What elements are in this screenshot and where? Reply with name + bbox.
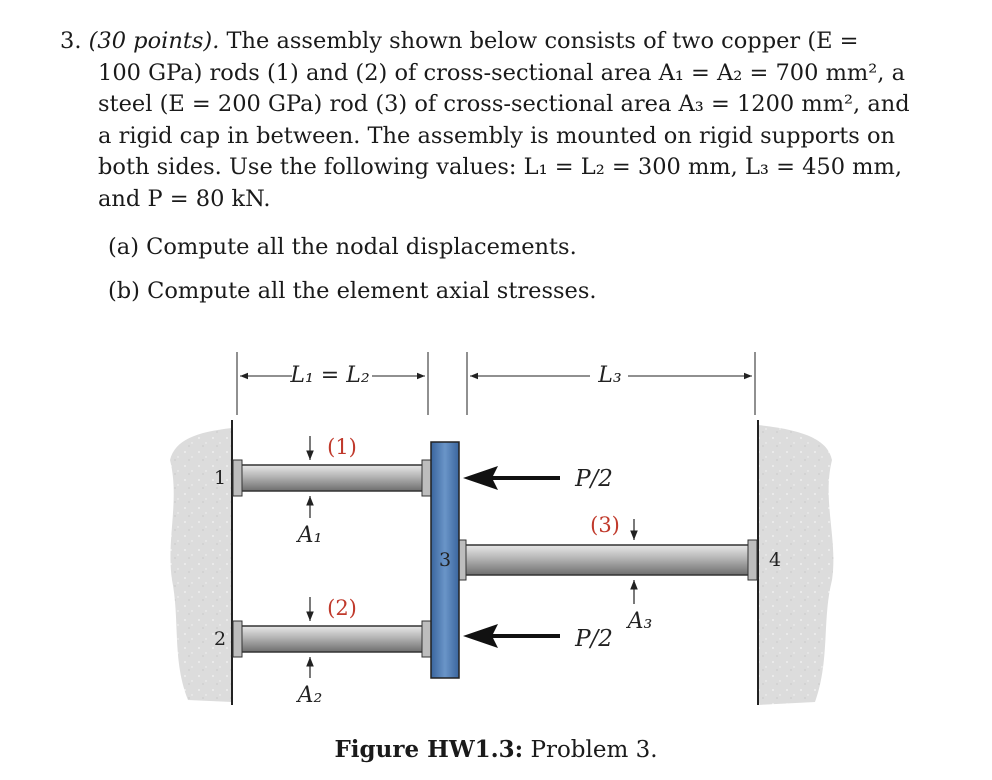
problem-text-line: steel (E = 200 GPa) rod (3) of cross-sec…: [98, 91, 910, 117]
caption-label: Figure HW1.3:: [334, 736, 524, 763]
node-label-2: 2: [214, 628, 226, 650]
part-b: (b) Compute all the element axial stress…: [108, 276, 597, 308]
problem-line-1: 3. (30 points). The assembly shown below…: [60, 26, 859, 58]
rod-1: [239, 464, 425, 492]
part-label: (a): [108, 234, 139, 260]
rod-2-end-fitting: [421, 620, 432, 658]
part-a: (a) Compute all the nodal displacements.: [108, 232, 577, 264]
area-label-a2: A₂: [296, 683, 323, 708]
right-wall: [758, 425, 834, 705]
problem-points: (30 points).: [88, 28, 220, 54]
left-wall: [170, 428, 232, 702]
element-label-3: (3): [590, 513, 620, 537]
problem-number: 3.: [60, 28, 82, 54]
part-text: Compute all the element axial stresses.: [147, 278, 597, 304]
node-label-4: 4: [769, 549, 781, 571]
area-label-a1: A₁: [296, 523, 323, 548]
element-label-2: (2): [327, 596, 357, 620]
load-arrowhead-top: [463, 466, 498, 490]
rod-2: [239, 625, 425, 653]
area-label-a3: A₃: [626, 609, 653, 634]
dim-label-l1-l2: L₁ = L₂: [289, 363, 369, 388]
problem-text-line: both sides. Use the following values: L₁…: [98, 154, 902, 180]
node-label-3: 3: [439, 549, 451, 571]
load-label-top: P/2: [574, 466, 613, 492]
load-arrowhead-bottom: [463, 624, 498, 648]
dim-label-l3: L₃: [597, 363, 621, 388]
problem-text-line: a rigid cap in between. The assembly is …: [98, 122, 896, 149]
rod-2-end-fitting: [232, 620, 243, 658]
node-label-1: 1: [214, 467, 226, 489]
problem-text-line: 100 GPa) rods (1) and (2) of cross-secti…: [98, 59, 905, 86]
part-label: (b): [108, 278, 140, 304]
load-label-bottom: P/2: [574, 626, 613, 652]
part-text: Compute all the nodal displacements.: [146, 234, 577, 260]
rod-1-end-fitting: [421, 459, 432, 497]
element-label-1: (1): [327, 435, 357, 459]
rigid-cap: [430, 441, 460, 679]
figure-caption: Figure HW1.3: Problem 3.: [0, 736, 992, 763]
problem-text-line: The assembly shown below consists of two…: [226, 28, 859, 54]
rod-1-end-fitting: [232, 459, 243, 497]
problem-text-line: and P = 80 kN.: [98, 185, 271, 212]
caption-text: Problem 3.: [523, 737, 658, 763]
rod-3: [463, 544, 753, 576]
rod-3-end-fitting: [747, 539, 758, 581]
